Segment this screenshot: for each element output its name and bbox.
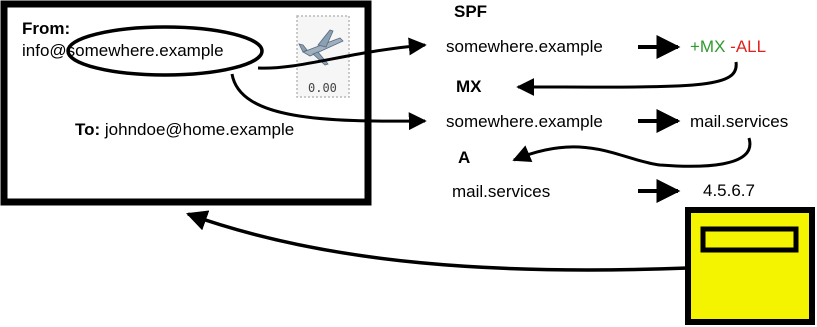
a-heading: A [458, 148, 470, 167]
mx-trigger-arrow [516, 61, 738, 97]
mx-result: mail.services [690, 112, 788, 131]
mx-heading: MX [456, 77, 482, 96]
from-domain-highlight [66, 25, 264, 77]
a-result: 4.5.6.7 [703, 181, 755, 200]
to-address: johndoe@home.example [104, 120, 294, 139]
spf-result-pass: +MX [690, 37, 725, 56]
mx-query-connector [230, 73, 427, 131]
from-domain: somewhere.example [67, 41, 224, 60]
stamp-value: 0.00 [308, 81, 337, 95]
spf-result-fail: -ALL [730, 37, 766, 56]
to-line: To: johndoe@home.example [75, 120, 294, 139]
a-trigger-arrow [512, 137, 752, 168]
spf-result: +MX -ALL [690, 37, 766, 56]
from-address: info@somewhere.example [22, 41, 224, 60]
from-prefix: info@ [22, 41, 67, 60]
a-query: mail.services [452, 182, 550, 201]
postage-stamp: 0.00 [296, 15, 350, 98]
to-label: To: [75, 120, 100, 139]
mx-query: somewhere.example [446, 112, 603, 131]
spf-heading: SPF [454, 2, 487, 21]
spf-query: somewhere.example [446, 37, 603, 56]
from-label: From: [22, 19, 70, 38]
spf-query-connector [257, 37, 427, 70]
delivery-arrow [186, 210, 689, 272]
mail-server-icon [685, 207, 815, 325]
